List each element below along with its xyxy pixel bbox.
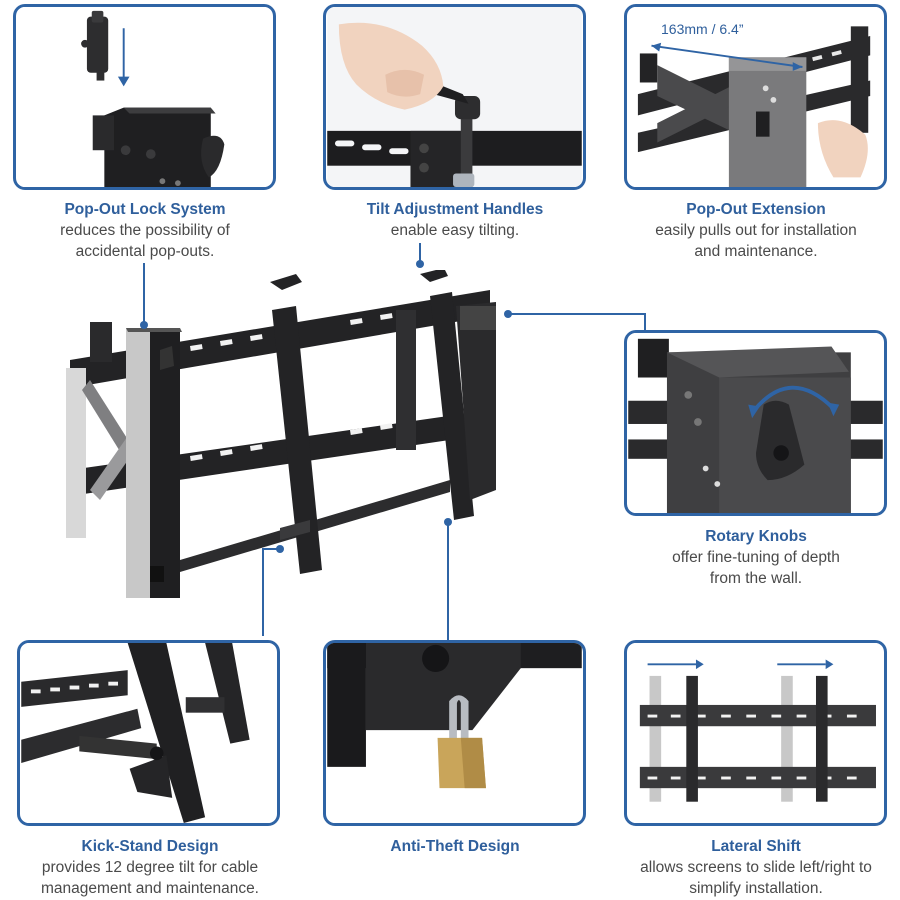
panel-rotary-knobs — [624, 330, 887, 516]
video-wall-mount — [66, 270, 496, 598]
feature-title: Kick-Stand Design — [81, 838, 219, 855]
shift-arrow-icon — [647, 659, 834, 670]
caption-lateral-shift: Lateral Shift allows screens to slide le… — [606, 836, 900, 899]
padlock-image — [327, 643, 582, 823]
measurement-label: 163mm / 6.4” — [661, 21, 744, 37]
tilt-handle-image — [327, 7, 582, 187]
caption-rotary-knobs: Rotary Knobs offer fine-tuning of depth … — [612, 526, 900, 589]
feature-title: Anti-Theft Design — [390, 838, 520, 855]
leader-line-rotary-knobs-h — [508, 313, 646, 315]
measurement-arrow-icon — [651, 42, 803, 71]
caption-anti-theft: Anti-Theft Design — [305, 836, 605, 857]
feature-description: easily pulls out for installation and ma… — [655, 222, 857, 260]
feature-description: provides 12 degree tilt for cable manage… — [40, 859, 259, 897]
panel-kick-stand — [17, 640, 280, 826]
panel-pop-out-lock — [13, 4, 276, 190]
leader-line-kick-stand-h — [262, 548, 280, 550]
lateral-shift-image — [628, 643, 883, 823]
feature-description: allows screens to slide left/right to si… — [640, 859, 872, 897]
caption-tilt-handles: Tilt Adjustment Handles enable easy tilt… — [320, 199, 590, 241]
leader-dot-pop-out-lock — [140, 321, 148, 329]
caption-kick-stand: Kick-Stand Design provides 12 degree til… — [0, 836, 300, 899]
feature-title: Tilt Adjustment Handles — [366, 201, 544, 218]
lock-housing — [92, 107, 225, 187]
feature-description: reduces the possibility of accidental po… — [60, 222, 230, 260]
leader-dot-tilt-handles — [416, 260, 424, 268]
caption-pop-out-lock: Pop-Out Lock System reduces the possibil… — [10, 199, 280, 262]
panel-anti-theft — [323, 640, 586, 826]
feature-description: offer fine-tuning of depth from the wall… — [672, 549, 840, 587]
leader-line-pop-out-lock — [143, 263, 145, 323]
panel-lateral-shift — [624, 640, 887, 826]
padlock-icon — [437, 695, 486, 789]
feature-title: Pop-Out Lock System — [64, 201, 226, 218]
down-arrow-icon — [117, 28, 130, 87]
feature-title: Rotary Knobs — [705, 528, 807, 545]
leader-dot-anti-theft — [444, 518, 452, 526]
pop-out-extension-image — [628, 7, 883, 187]
panel-tilt-handles — [323, 4, 586, 190]
panel-pop-out-extension: 163mm / 6.4” — [624, 4, 887, 190]
leader-line-rotary-knobs-v — [644, 313, 646, 330]
kick-stand-image — [21, 643, 276, 823]
feature-title: Lateral Shift — [711, 838, 801, 855]
feature-title: Pop-Out Extension — [686, 201, 826, 218]
hero-mount-image — [66, 270, 496, 598]
leader-dot-rotary-knobs — [504, 310, 512, 318]
feature-description: enable easy tilting. — [390, 222, 520, 239]
rotary-knob-image — [628, 333, 883, 513]
pop-out-lock-image — [17, 7, 272, 187]
caption-pop-out-extension: Pop-Out Extension easily pulls out for i… — [612, 199, 900, 262]
leader-line-kick-stand-v — [262, 548, 264, 636]
leader-dot-kick-stand — [276, 545, 284, 553]
lock-latch-part — [81, 10, 109, 81]
leader-line-anti-theft — [447, 522, 449, 640]
leader-line-tilt-handles — [419, 243, 421, 261]
